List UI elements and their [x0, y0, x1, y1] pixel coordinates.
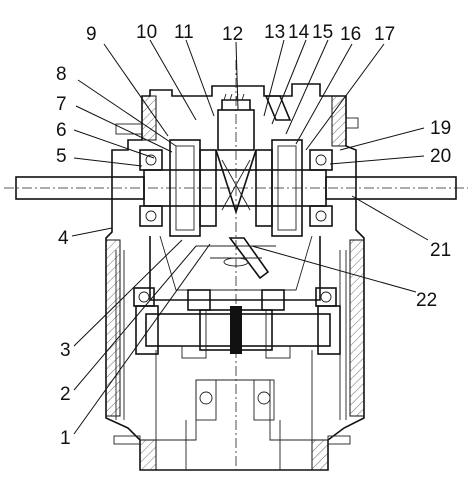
intermediate-section — [115, 235, 347, 420]
callout-9: 9 — [86, 24, 97, 45]
callout-8: 8 — [56, 64, 67, 85]
callout-14: 14 — [288, 22, 310, 43]
callout-21: 21 — [430, 240, 451, 261]
callout-15: 15 — [312, 22, 333, 43]
leader-lines — [71, 39, 429, 435]
callout-22: 22 — [416, 290, 437, 311]
bevel-pinion — [196, 60, 292, 470]
callout-3: 3 — [60, 340, 71, 361]
housing — [105, 83, 365, 471]
callout-6: 6 — [56, 120, 67, 141]
callout-12: 12 — [222, 24, 243, 45]
main-shaft — [4, 169, 468, 207]
callout-5: 5 — [56, 146, 67, 167]
callout-13: 13 — [264, 22, 285, 43]
callout-2: 2 — [60, 384, 71, 405]
callout-16: 16 — [340, 24, 361, 45]
callout-labels: 1 2 3 4 5 6 7 8 9 10 11 12 13 14 15 16 1… — [56, 22, 451, 449]
callout-7: 7 — [56, 94, 67, 115]
callout-4: 4 — [58, 228, 69, 249]
callout-20: 20 — [430, 146, 451, 167]
bearings-upper — [139, 139, 333, 237]
callout-19: 19 — [430, 118, 451, 139]
callout-1: 1 — [60, 428, 71, 449]
lower-shaft — [135, 305, 341, 359]
callout-10: 10 — [136, 22, 157, 43]
callout-11: 11 — [174, 22, 194, 43]
callout-17: 17 — [374, 24, 395, 45]
